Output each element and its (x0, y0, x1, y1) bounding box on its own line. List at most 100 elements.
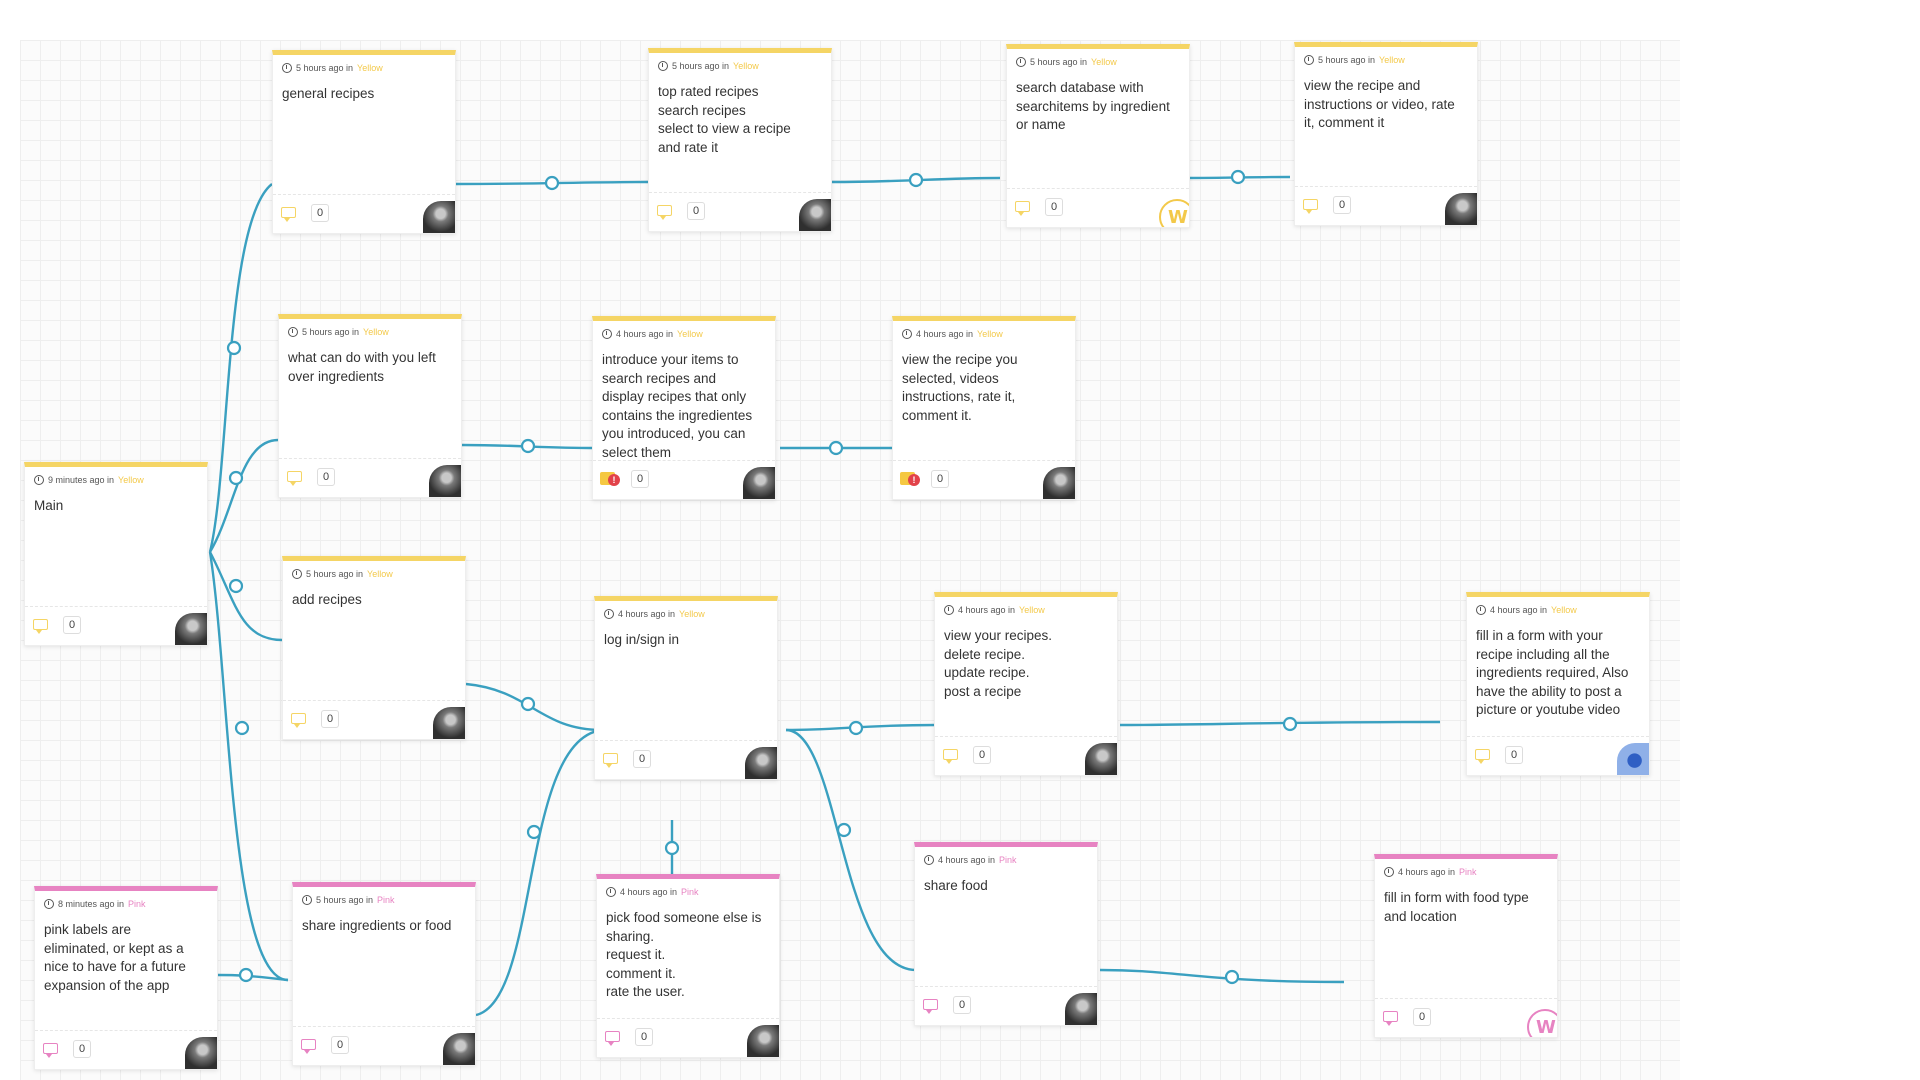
card-text: log in/sign in (604, 632, 680, 647)
card-timestamp: 5 hours ago in (1030, 57, 1088, 67)
clock-icon (288, 327, 298, 337)
avatar (185, 1037, 217, 1069)
w-logo-icon: W (1527, 1009, 1557, 1037)
comment-icon[interactable] (1015, 201, 1030, 216)
comment-icon[interactable] (605, 1031, 620, 1046)
avatar (433, 707, 465, 739)
card-text: share ingredients or food (302, 918, 452, 933)
comment-icon[interactable] (301, 1039, 316, 1054)
avatar (1043, 467, 1075, 499)
clock-icon (902, 329, 912, 339)
connector-login-sharefood (785, 728, 917, 972)
clock-icon (302, 895, 312, 905)
comment-icon[interactable] (43, 1043, 58, 1058)
clock-icon (658, 61, 668, 71)
connector-knot (1224, 969, 1240, 985)
comment-icon[interactable] (287, 471, 302, 486)
card-timestamp: 8 minutes ago in (58, 899, 125, 909)
comment-count: 0 (633, 750, 651, 768)
card-text: fill in a form with your recipe includin… (1476, 628, 1629, 718)
comment-icon[interactable] (291, 713, 306, 728)
card-text: fill in form with food type and location (1384, 890, 1529, 924)
card-timestamp: 9 minutes ago in (48, 475, 115, 485)
color-label: Yellow (977, 329, 1003, 339)
comment-icon[interactable] (33, 619, 48, 634)
comment-icon[interactable] (281, 207, 296, 222)
color-label: Pink (377, 895, 395, 905)
comment-count: 0 (321, 710, 339, 728)
card-text: general recipes (282, 86, 375, 101)
color-label: Yellow (1019, 605, 1045, 615)
w-logo-icon: W (1159, 199, 1189, 227)
connector-knot (526, 824, 542, 840)
card-timestamp: 5 hours ago in (302, 327, 360, 337)
card-timestamp: 5 hours ago in (296, 63, 354, 73)
comment-count: 0 (331, 1036, 349, 1054)
comment-icon[interactable] (603, 753, 618, 768)
comment-icon[interactable] (1303, 199, 1318, 214)
comment-icon[interactable] (923, 999, 938, 1014)
connector-knot (848, 720, 864, 736)
color-label: Yellow (1379, 55, 1405, 65)
clock-icon (944, 605, 954, 615)
connector-knot (836, 822, 852, 838)
connector-lines (208, 169, 1441, 1017)
connector-main-share (208, 551, 289, 982)
comment-count: 0 (635, 1028, 653, 1046)
avatar (745, 747, 777, 779)
comment-icon[interactable] (1383, 1011, 1398, 1026)
card-timestamp: 5 hours ago in (316, 895, 374, 905)
clock-icon (924, 855, 934, 865)
color-label: Yellow (1551, 605, 1577, 615)
connector-knot (908, 172, 924, 188)
connector-knot (238, 967, 254, 983)
connector-knot (228, 578, 244, 594)
card-text: what can do with you left over ingredien… (288, 350, 436, 384)
comment-count: 0 (631, 470, 649, 488)
comment-icon[interactable] (1475, 749, 1490, 764)
clock-icon (602, 329, 612, 339)
clock-icon (604, 609, 614, 619)
comment-count: 0 (1505, 746, 1523, 764)
card-timestamp: 5 hours ago in (672, 61, 730, 71)
color-label: Pink (999, 855, 1017, 865)
connector-main-add (208, 551, 283, 642)
clock-icon (1016, 57, 1026, 67)
color-label: Yellow (367, 569, 393, 579)
color-label: Yellow (677, 329, 703, 339)
color-label: Yellow (357, 63, 383, 73)
comment-icon[interactable] (657, 205, 672, 220)
connector-main-leftover (208, 438, 279, 553)
comment-icon[interactable] (943, 749, 958, 764)
clock-icon (1304, 55, 1314, 65)
comment-count: 0 (317, 468, 335, 486)
clock-icon (282, 63, 292, 73)
avatar (799, 199, 831, 231)
color-label: Yellow (679, 609, 705, 619)
avatar (1085, 743, 1117, 775)
card-timestamp: 4 hours ago in (1490, 605, 1548, 615)
clock-icon (1476, 605, 1486, 615)
color-label: Yellow (363, 327, 389, 337)
comment-count: 0 (311, 204, 329, 222)
comment-count: 0 (73, 1040, 91, 1058)
card-text: search database with searchitems by ingr… (1016, 80, 1170, 133)
